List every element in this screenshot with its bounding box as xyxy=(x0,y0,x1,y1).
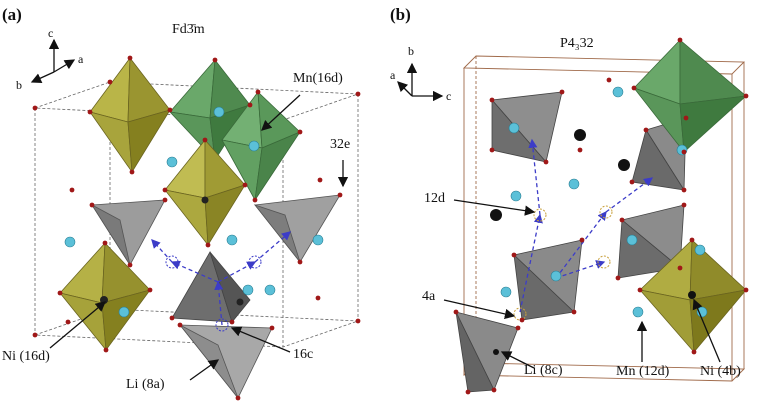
axis-a-label: a xyxy=(78,52,84,66)
axis-c-label: c xyxy=(446,89,452,103)
ni-octahedron-top xyxy=(89,56,171,174)
ni-octahedron-bottom xyxy=(58,241,151,352)
oxygen-atoms xyxy=(453,37,749,395)
tetrahedron-top-left xyxy=(491,91,563,163)
panel-tag-b: (b) xyxy=(390,5,411,24)
vacancy-sites xyxy=(165,255,262,332)
diffusion-path xyxy=(151,231,291,326)
oxygen-atoms xyxy=(32,55,361,401)
label-32e: 32e xyxy=(330,137,351,152)
axes-indicator xyxy=(30,38,76,83)
axis-c-label: c xyxy=(48,26,54,40)
ni-octahedron-middle xyxy=(164,138,246,247)
panel-b: (b) P4₃32 b a c 12d 4a Li (8c) Mn (12d) … xyxy=(384,0,768,403)
cyan-atoms xyxy=(64,106,324,318)
axis-b-label: b xyxy=(16,78,22,92)
space-group-b: P4₃32 xyxy=(560,36,594,51)
tetrahedron-center xyxy=(171,251,251,323)
axes-indicator xyxy=(397,62,444,102)
tetrahedron-right xyxy=(253,194,341,263)
callout-arrows xyxy=(443,199,721,369)
tetrahedron-li-8c xyxy=(455,311,519,393)
mn-octahedron xyxy=(632,39,748,154)
tetrahedron-li-8a xyxy=(179,324,273,399)
space-group-a: Fd3̄m xyxy=(172,22,205,37)
axis-a-label: a xyxy=(390,68,396,82)
cyan-atoms xyxy=(500,86,708,318)
panel-tag-a: (a) xyxy=(2,5,22,24)
axis-b-label: b xyxy=(408,44,414,58)
black-atoms xyxy=(490,129,696,355)
label-mn-16d: Mn(16d) xyxy=(293,71,343,86)
label-mn-12d: Mn (12d) xyxy=(616,364,670,379)
label-ni-4b: Ni (4b) xyxy=(700,364,741,379)
label-12d: 12d xyxy=(424,191,445,206)
diffusion-path xyxy=(519,138,654,313)
label-li-8a: Li (8a) xyxy=(126,377,165,392)
tetrahedron-center xyxy=(513,239,583,321)
panel-a-structure xyxy=(30,38,361,401)
tetrahedron-left xyxy=(90,199,166,266)
panel-b-structure xyxy=(397,37,749,395)
label-4a: 4a xyxy=(422,289,436,304)
panel-a: (a) Fd3̄m c a b Mn(16d) 32e Ni (16d) 16c… xyxy=(2,5,361,401)
tetrahedron-middle-right xyxy=(617,204,685,279)
ni-octahedron xyxy=(638,239,748,354)
label-li-8c: Li (8c) xyxy=(524,363,563,378)
callout-arrows xyxy=(49,94,349,381)
label-16c: 16c xyxy=(293,347,314,362)
label-ni-16d: Ni (16d) xyxy=(2,349,50,364)
